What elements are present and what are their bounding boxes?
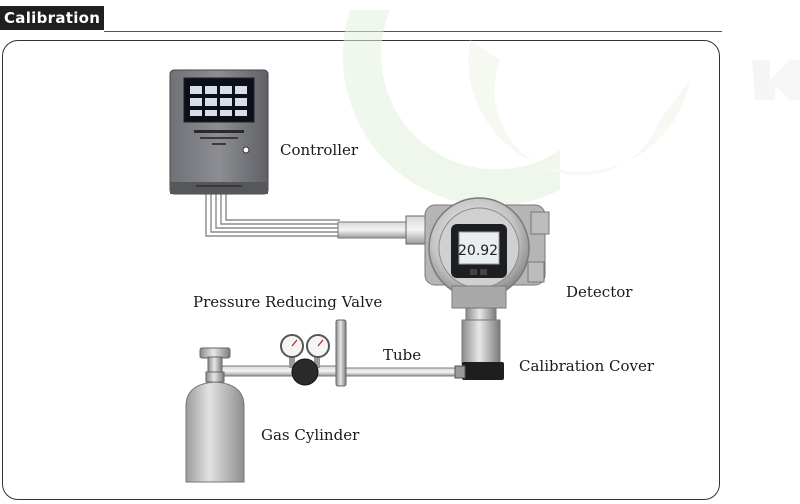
- gas-cylinder-device: [185, 347, 245, 483]
- tube-label: Tube: [383, 346, 422, 364]
- sensor-assembly: [461, 307, 504, 380]
- tube-fitting: [454, 365, 466, 379]
- section-title-tab: Calibration: [0, 6, 104, 30]
- controller-device: [169, 69, 269, 195]
- pressure-reducing-valve-label: Pressure Reducing Valve: [193, 293, 383, 311]
- header-rule: [104, 31, 722, 32]
- watermark-logo: [342, 10, 800, 206]
- detector-reading: 20.92: [458, 243, 499, 259]
- gas-tube: [344, 367, 464, 377]
- gas-cylinder-label: Gas Cylinder: [261, 426, 360, 444]
- detector-label: Detector: [566, 283, 633, 301]
- valve-knob: [291, 358, 319, 386]
- detector-screen: [458, 231, 500, 265]
- detector-buttons: [470, 269, 487, 275]
- controller-wires: [205, 194, 340, 237]
- pressure-reducing-valve: [221, 319, 347, 387]
- controller-label: Controller: [280, 141, 359, 159]
- detector-device: [424, 197, 550, 309]
- controller-screen-tiles: [190, 86, 247, 116]
- calibration-cover-label: Calibration Cover: [519, 357, 655, 375]
- calibration-cover: [462, 362, 504, 380]
- cable-conduit: [337, 221, 409, 239]
